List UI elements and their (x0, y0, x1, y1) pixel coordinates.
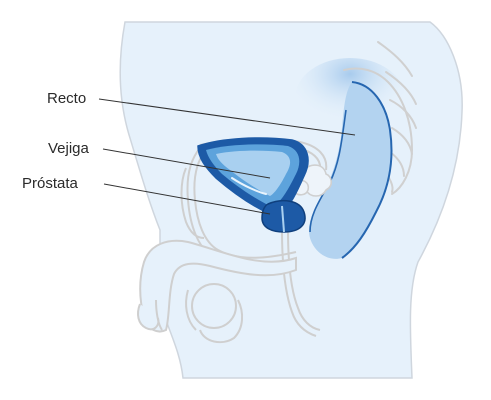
leader-recto (98, 98, 356, 136)
label-recto: Recto (47, 90, 87, 107)
urethra-through-prostate (281, 205, 285, 233)
rectum-edge (341, 81, 393, 259)
leader-prostata (103, 183, 271, 215)
label-vejiga: Vejiga (48, 140, 89, 157)
bladder-highlight (231, 177, 267, 195)
testicle (185, 283, 244, 344)
leader-lines (98, 98, 356, 215)
label-prostata: Próstata (22, 175, 78, 192)
pubic-bone (180, 167, 205, 239)
bladder-inner (216, 150, 291, 196)
penis (137, 239, 297, 333)
leader-vejiga (102, 148, 271, 179)
rectum (308, 82, 392, 259)
